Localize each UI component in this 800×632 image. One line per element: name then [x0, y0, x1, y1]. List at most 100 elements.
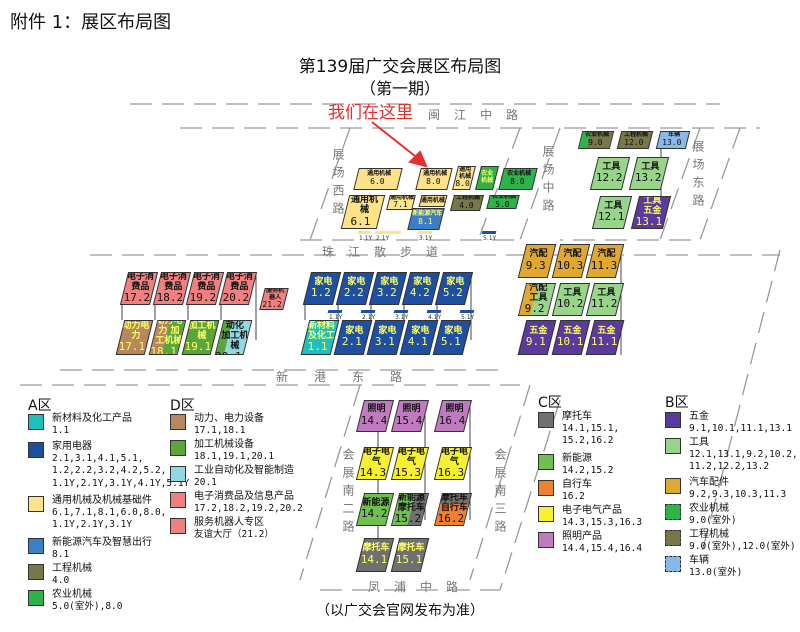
booth-code: 15.4 [395, 413, 423, 427]
legend-name: 电子消费品及信息产品 [194, 491, 294, 502]
booth-code: 8.0 [509, 176, 525, 186]
booth-code: 13.1 [635, 215, 662, 229]
booth-code: 19.2 [189, 291, 216, 305]
outdoor-bar [459, 310, 475, 313]
outdoor-bar-label: 2.1Y [362, 314, 376, 321]
booth-label: 新材料及化工 [307, 320, 336, 341]
booth-code: 15.3 [394, 466, 421, 480]
booth-code: 16.3 [437, 466, 464, 480]
legend-codes: 16.2 [562, 491, 585, 502]
outdoor-bar [481, 231, 497, 234]
legend-name: 电子电气产品 [562, 505, 622, 516]
booth-code: 10.3 [556, 258, 584, 272]
legend-swatch [28, 442, 44, 458]
booth-code: 1.1 [307, 340, 328, 354]
legend-codes: 友谊大厅（21.2） [194, 529, 274, 540]
booth-code: 15.2 [394, 512, 421, 526]
legend-swatch [665, 504, 681, 520]
legend-name: 服务机器人专区 [194, 517, 264, 528]
road-east: 展场东路 [691, 140, 705, 212]
booth-code: 18.1 [150, 345, 178, 355]
booth-code: 13.0 [662, 137, 682, 147]
legend-codes: 18.1,19.1,20.1 [194, 451, 275, 462]
legend-codes: 14.1,15.1, 15.2,16.2 [562, 423, 620, 447]
legend-name: 新能源 [562, 453, 592, 464]
legend-swatch [28, 590, 44, 606]
booth-code: 8.0 [425, 176, 441, 186]
legend-name: 新能源汽车及智慧出行 [52, 537, 152, 548]
booth-code: 3.1 [374, 335, 395, 349]
booth-label: 动力电力 [122, 320, 150, 341]
legend-swatch [170, 518, 186, 534]
legend-codes: 9.0(室外) [689, 515, 737, 526]
legend-codes: 1.1 [52, 425, 70, 436]
booth-code: 9.2 [524, 302, 545, 316]
legend-swatch [538, 412, 554, 428]
booth-code: 5.0 [494, 199, 510, 209]
outdoor-bar [327, 310, 343, 313]
booth-code: 10.2 [556, 297, 584, 311]
outdoor-bar [357, 231, 371, 234]
booth-code: 9.3 [525, 258, 546, 272]
legend-name: 照明产品 [562, 531, 602, 542]
road-fengpu: 凤浦中路 [368, 580, 473, 594]
legend-codes: 9.0(室外),12.0(室外) [689, 541, 796, 552]
booth-code: 4.0 [458, 200, 474, 210]
booth-label: 工业自动化 加工机械 [221, 320, 249, 351]
legend-name: 五金 [689, 411, 709, 422]
booth-code: 7.1 [392, 200, 408, 210]
legend-swatch [28, 564, 44, 580]
booth-code: 4.1 [407, 335, 428, 349]
legend-swatch [170, 414, 186, 430]
booth-code: 3.2 [376, 286, 397, 300]
outdoor-bar-label: 1.1Y [329, 314, 343, 321]
booth-code: 20.2 [222, 291, 249, 305]
booth-label: 电子消费品 [225, 272, 254, 292]
legend-name: 通用机械及机械基础件 [52, 495, 152, 506]
legend-codes: 9.2,9.3,10.3,11.3 [689, 489, 787, 500]
legend-name: 车辆 [689, 555, 709, 566]
booth-code: 6.1 [350, 214, 371, 228]
legend-swatch [28, 414, 44, 430]
booth-code: 19.1 [184, 340, 212, 354]
booth-code: 12.0 [624, 137, 644, 147]
attachment-header: 附件 1：展区布局图 [10, 12, 172, 33]
booth-code: 2.1 [341, 335, 362, 349]
road-south2: 会展南二路 [341, 448, 355, 538]
booth-label: 新能源 摩托车 [397, 493, 426, 513]
legend-swatch [665, 530, 681, 546]
outdoor-bar-label: 3.1Y [419, 235, 433, 242]
booth-code: 18.2 [156, 291, 183, 305]
legend-name: 工程机械 [689, 529, 729, 540]
legend-codes: 5.0(室外),8.0 [52, 601, 123, 612]
booth-code: 14.2 [360, 507, 388, 521]
booth-code: 13.2 [634, 171, 662, 185]
legend-codes: 12.1,13.1,9.2,10.2, 11.2,12.2,13.2 [689, 449, 798, 473]
booth-code: 16.4 [438, 413, 466, 427]
legend-title: A区 [28, 398, 52, 414]
legend-title: D区 [170, 398, 195, 414]
map-subtitle: （第一期） [359, 79, 440, 98]
legend-swatch [665, 412, 681, 428]
outdoor-bar [426, 310, 442, 313]
road-middle: 展场中路 [541, 145, 555, 217]
legend-codes: 2.1,3.1,4.1,5.1, 1.2,2.2,3.2,4.2,5.2, 1.… [52, 453, 190, 489]
legend-item: 服务机器人专区友谊大厅（21.2） [170, 516, 274, 541]
legend-codes: 4.0 [52, 575, 70, 586]
booth-code: 17.2 [123, 291, 150, 305]
booth-code: 9.1 [525, 335, 546, 349]
legend-codes: 17.1,18.1 [194, 425, 246, 436]
